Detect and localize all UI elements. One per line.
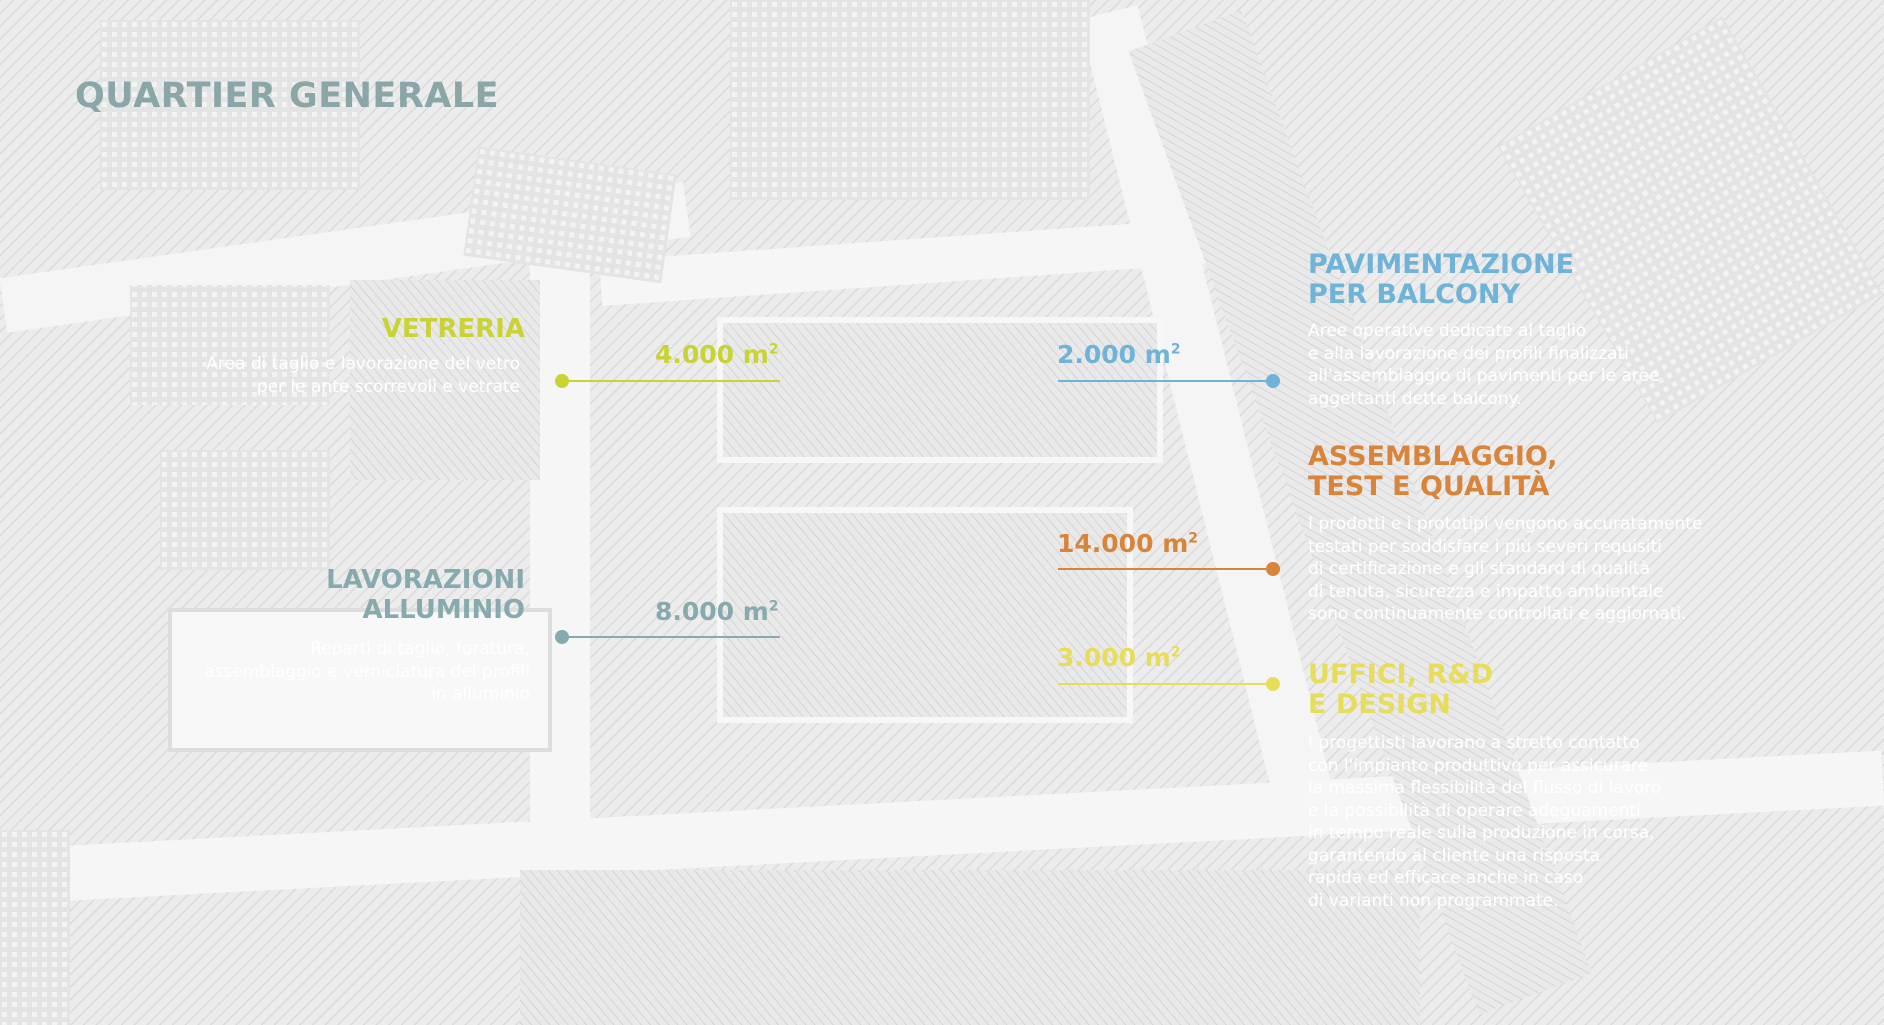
assemblaggio-desc-line: di tenuta, sicurezza e impatto ambiental…: [1308, 581, 1664, 602]
uffici-desc-line: e la possibilità di operare adeguamenti: [1308, 800, 1641, 821]
alluminio-leader-line: [562, 636, 780, 638]
uffici-desc-line: rapida ed efficace anche in caso: [1308, 868, 1584, 888]
page-title: QUARTIER GENERALE: [75, 76, 500, 116]
balcony-area: 2.000 m2: [1057, 340, 1181, 369]
balcony-label-line-2: PER BALCONY: [1308, 279, 1521, 310]
uffici-label: UFFICI, R&D E DESIGN: [1308, 660, 1493, 720]
assemblaggio-desc-line: I prodotti e i prototipi vengono accurat…: [1308, 514, 1703, 534]
alluminio-description: Reparti di taglio, foratura, assemblaggi…: [204, 639, 530, 704]
assemblaggio-description: I prodotti e i prototipi vengono accurat…: [1308, 513, 1788, 626]
balcony-leader-line: [1058, 380, 1272, 382]
vetreria-leader-line: [562, 380, 780, 382]
assemblaggio-marker: [1266, 562, 1280, 576]
vetreria-label: VETRERIA: [381, 314, 525, 344]
assemblaggio-desc-line: di certificazione e gli standard di qual…: [1308, 559, 1651, 579]
uffici-leader-line: [1058, 683, 1272, 685]
balcony-desc-line: Aree operative dedicate al taglio: [1308, 321, 1587, 341]
assemblaggio-label-line-2: TEST E QUALITÀ: [1308, 471, 1550, 502]
assemblaggio-label: ASSEMBLAGGIO, TEST E QUALITÀ: [1308, 442, 1558, 502]
balcony-marker: [1266, 374, 1280, 388]
balcony-desc-line: all'assemblaggio di pavimenti per le are…: [1308, 366, 1660, 386]
balcony-label: PAVIMENTAZIONE PER BALCONY: [1308, 250, 1574, 310]
uffici-desc-line: I progettisti lavorano a stretto contatt…: [1308, 733, 1640, 753]
uffici-label-line-1: UFFICI, R&D: [1308, 659, 1494, 690]
assemblaggio-area: 14.000 m2: [1057, 529, 1199, 558]
balcony-desc-line: e alla lavorazione dei profili finalizza…: [1308, 343, 1629, 364]
uffici-desc-line: la massima flessibilità del flusso di la…: [1308, 778, 1662, 798]
alluminio-label-line-2: ALLUMINIO: [362, 595, 525, 625]
uffici-description: I progettisti lavorano a stretto contatt…: [1308, 732, 1758, 912]
assemblaggio-desc-line: sono continuamente controllati e aggiorn…: [1308, 604, 1687, 624]
uffici-desc-line: garantendo al cliente una risposta: [1308, 845, 1601, 866]
assemblaggio-leader-line: [1058, 568, 1272, 570]
balcony-description: Aree operative dedicate al taglio e alla…: [1308, 320, 1758, 410]
uffici-label-line-2: E DESIGN: [1308, 689, 1451, 720]
alluminio-label-line-1: LAVORAZIONI: [326, 565, 525, 595]
uffici-desc-line: in tempo reale sulla produzione in corsa…: [1308, 823, 1655, 843]
vetreria-area: 4.000 m2: [655, 340, 779, 369]
vetreria-description: Area di taglio e lavorazione del vetro p…: [206, 354, 520, 397]
balcony-desc-line: aggettanti dette balcony.: [1308, 388, 1522, 409]
assemblaggio-label-line-1: ASSEMBLAGGIO,: [1308, 441, 1558, 472]
uffici-desc-line: di varianti non programmate.: [1308, 890, 1559, 911]
balcony-label-line-1: PAVIMENTAZIONE: [1308, 249, 1575, 280]
assemblaggio-desc-line: testati per soddisfare i più severi requ…: [1308, 536, 1662, 557]
alluminio-area: 8.000 m2: [655, 597, 779, 626]
uffici-marker: [1266, 677, 1280, 691]
uffici-desc-line: con l'impianto produttivo per assicurare: [1308, 755, 1649, 776]
uffici-area: 3.000 m2: [1057, 643, 1181, 672]
alluminio-label: LAVORAZIONI ALLUMINIO: [300, 565, 525, 625]
